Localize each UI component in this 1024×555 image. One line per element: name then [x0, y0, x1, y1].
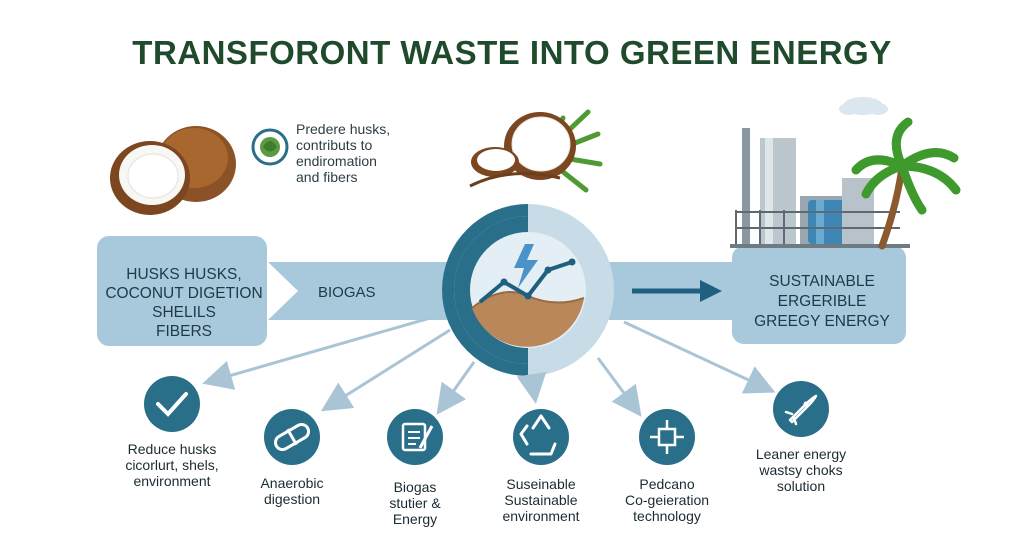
biogas-band: [268, 262, 470, 320]
page-title: TRANSFORONT WASTE INTO GREEN ENERGY: [132, 34, 892, 71]
benefit-sustainable-environment: Suseinable Sustainable environment: [502, 476, 580, 524]
circuit-icon: [639, 409, 695, 465]
lightning-bolt-icon: [514, 244, 538, 288]
coconut-husk-illustration: [110, 126, 236, 215]
process-label: BIOGAS: [318, 284, 376, 301]
biogas-core-graphic: [442, 204, 614, 376]
right-arrow-icon: [632, 280, 722, 302]
energy-plant-illustration: [730, 97, 910, 248]
benefit-reduce-husks: Reduce husks cicorlurt, shels, environme…: [125, 441, 219, 489]
benefit-biogas-energy: Biogas stutier & Energy: [389, 479, 441, 527]
recycle-leaf-icon: [251, 128, 289, 166]
input-box: [97, 236, 267, 346]
checkmark-icon: [144, 376, 200, 432]
coconut-half-illustration: [469, 109, 603, 193]
document-pen-icon: [387, 409, 443, 465]
benefit-cogeneration-technology: Pedcano Co-geieration technology: [624, 476, 710, 524]
palm-tree-illustration: [851, 117, 961, 250]
input-box-label: HUSKS HUSKS, COCONUT DIGETION SHELILS FI…: [105, 266, 263, 340]
note-text: Predere husks, contributs to endiromatio…: [296, 121, 391, 185]
output-box: [732, 246, 906, 344]
output-box-label: SUSTAINABLE ERGERIBLE GREEGY ENERGY: [754, 273, 890, 330]
rocket-icon: [773, 381, 829, 437]
benefit-anaerobic-digestion: Anaerobic digestion: [260, 475, 324, 507]
recycle-icon: [513, 409, 569, 465]
radiating-arrows: [202, 316, 776, 417]
pill-capsule-icon: [264, 409, 320, 465]
benefit-leaner-energy: Leaner energy wastsy choks solution: [755, 446, 847, 494]
